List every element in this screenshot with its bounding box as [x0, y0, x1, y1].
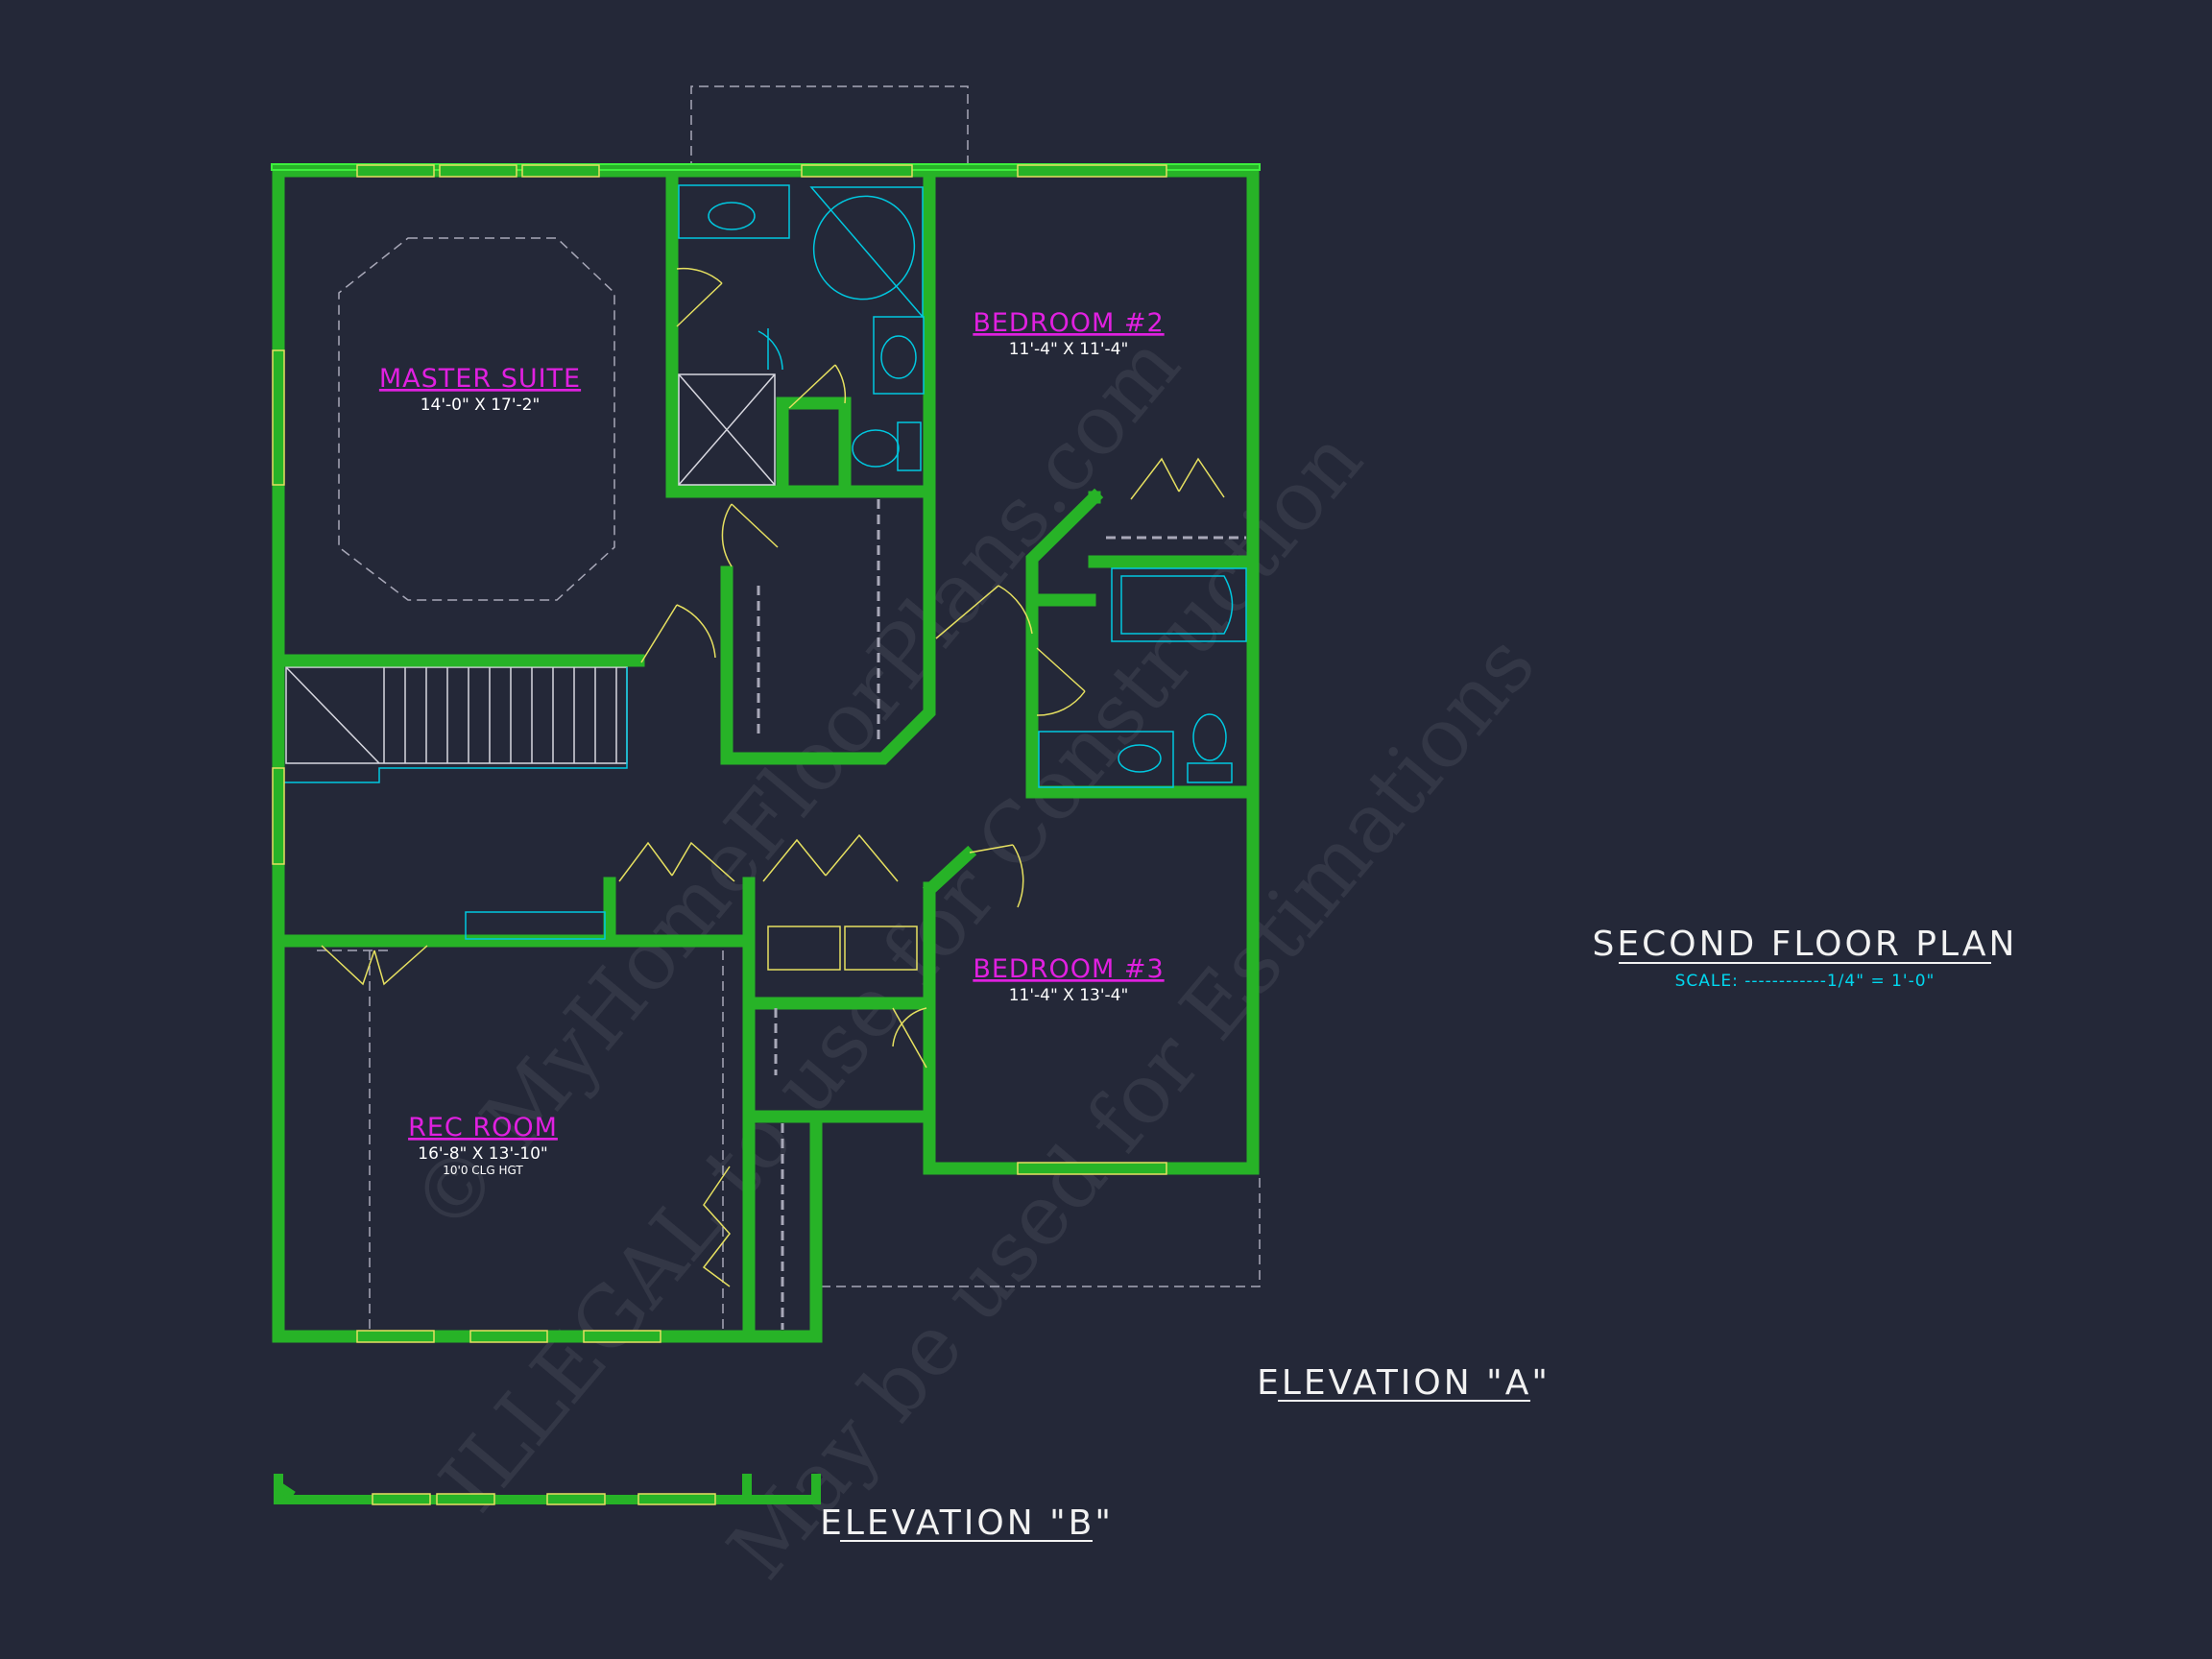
stair — [278, 666, 628, 783]
door-toilet — [788, 364, 847, 409]
dryer — [844, 926, 918, 971]
master-sink-1 — [708, 202, 756, 230]
stair-treads — [383, 667, 617, 763]
window-rec-south-1 — [356, 1330, 435, 1343]
windows — [272, 164, 1167, 1343]
room-dims-bedroom2: 11'-4" X 11'-4" — [1009, 340, 1129, 359]
door-bedroom2-closet-1 — [1130, 457, 1225, 500]
room-dims-rec-room: 16'-8" X 13'-10" — [418, 1144, 547, 1164]
elevation-b-window-2 — [436, 1493, 495, 1505]
door-hall-bath — [1036, 647, 1086, 716]
hall-toilet-bowl — [1192, 713, 1227, 761]
elevation-b-strip: ELEVATION "B" — [274, 1474, 1114, 1543]
window-rec-south-3 — [583, 1330, 661, 1343]
wall-hall-bath-west — [1025, 488, 1104, 799]
hall-tub-basin — [1120, 575, 1234, 635]
elevation-b-window-3 — [546, 1493, 606, 1505]
elevation-a-text: ELEVATION "A" — [1257, 1363, 1551, 1403]
stair-arrow-diagonal — [285, 666, 380, 764]
elevation-b-window-1 — [372, 1493, 431, 1505]
master-tub — [812, 195, 916, 301]
laundry-counter — [465, 911, 606, 940]
elevation-b-window-4 — [637, 1493, 716, 1505]
stair-railing — [278, 667, 628, 783]
doors — [321, 267, 1225, 1287]
wall-bedroom3-west — [922, 845, 977, 898]
hall-bath-tub — [1111, 567, 1247, 642]
window-master-north-1 — [356, 164, 435, 178]
wall-wic — [720, 485, 936, 765]
door-bedroom3 — [969, 844, 1024, 908]
door-rec-closet — [702, 1166, 731, 1287]
window-bedroom2-north — [1017, 164, 1167, 178]
window-bath-north — [801, 164, 913, 178]
door-master-bath — [676, 267, 723, 327]
room-name-bedroom2: BEDROOM #2 — [973, 308, 1164, 338]
door-shower — [757, 328, 783, 371]
hall-bath-vanity — [1038, 731, 1174, 788]
master-vanity-2 — [873, 316, 925, 395]
elevation-b-text: ELEVATION "B" — [820, 1503, 1114, 1543]
room-labels: MASTER SUITE 14'-0" X 17'-2" BEDROOM #2 … — [379, 308, 1164, 1177]
window-hall-west — [272, 767, 285, 865]
room-dims-master-suite: 14'-0" X 17'-2" — [421, 396, 541, 415]
window-master-west — [272, 349, 285, 486]
room-name-bedroom3: BEDROOM #3 — [973, 954, 1164, 984]
wall-toilet-top — [776, 397, 852, 498]
door-master-entry — [640, 604, 716, 663]
plan-title: SECOND FLOOR PLAN — [1593, 925, 2018, 964]
roof-bump-outline — [690, 85, 969, 171]
tray-ceiling-outline — [338, 237, 615, 601]
elevation-b-stubs — [276, 1481, 296, 1501]
lower-roof-outline — [821, 1173, 1261, 1287]
room-name-rec-room: REC ROOM — [408, 1113, 558, 1142]
hall-toilet-tank — [1187, 762, 1233, 783]
door-bedroom2 — [935, 585, 1033, 639]
hall-bath-sink — [1118, 744, 1162, 773]
dashed-outlines — [317, 85, 1261, 1330]
master-sink-2 — [880, 335, 917, 379]
window-bedroom3-south — [1017, 1162, 1167, 1175]
plan-scale: SCALE: ------------1/4" = 1'-0" — [1675, 972, 1936, 991]
door-master-closet — [721, 503, 779, 567]
window-master-north-3 — [521, 164, 600, 178]
walls — [272, 164, 1260, 1343]
room-note-rec-room: 10'0 CLG HGT — [443, 1164, 523, 1177]
outer-edge-upper — [271, 163, 1261, 171]
master-shower — [678, 373, 776, 486]
tub-deck — [809, 186, 924, 320]
stair-run — [285, 666, 628, 764]
door-linen — [618, 841, 735, 882]
door-b3-closet — [892, 1007, 927, 1069]
washer — [767, 926, 841, 971]
room-dims-bedroom3: 11'-4" X 13'-4" — [1009, 986, 1129, 1005]
door-laundry — [762, 833, 899, 882]
elevation-a-label: ELEVATION "A" — [1257, 1363, 1551, 1403]
window-master-north-2 — [439, 164, 517, 178]
master-toilet-bowl — [852, 429, 900, 468]
window-rec-south-2 — [469, 1330, 548, 1343]
plan-title-block: SECOND FLOOR PLAN SCALE: ------------1/4… — [1593, 925, 2018, 991]
door-rec-bifold — [321, 945, 428, 986]
master-toilet-tank — [897, 421, 922, 471]
master-vanity — [678, 184, 790, 239]
fixtures — [465, 184, 1247, 1330]
wall-strokes — [271, 163, 1261, 171]
room-name-master-suite: MASTER SUITE — [379, 364, 581, 394]
